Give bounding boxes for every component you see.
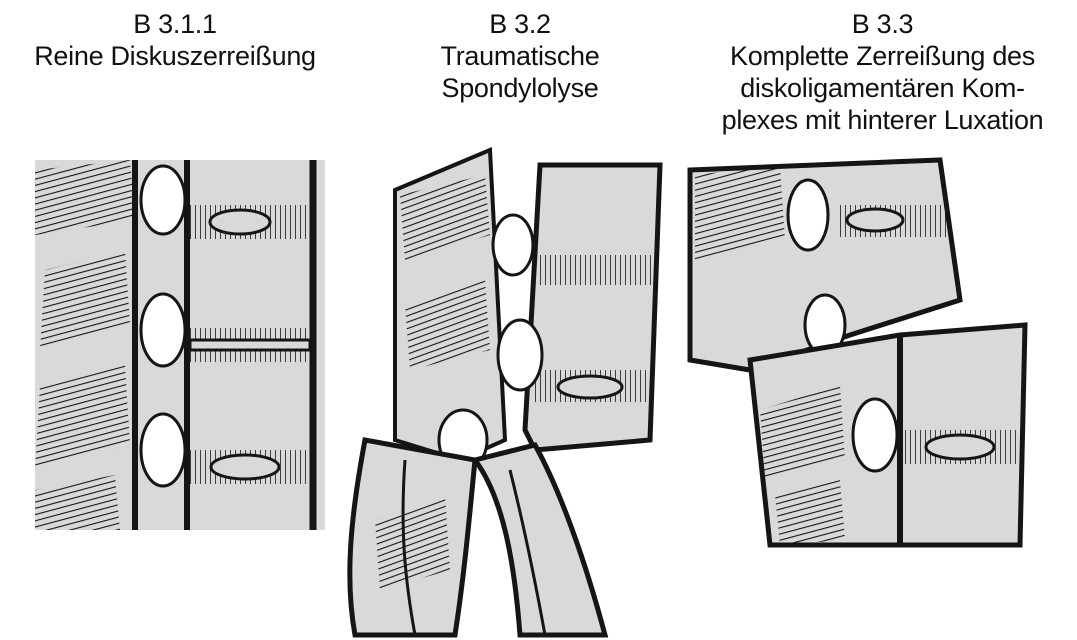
caption-b32: B 3.2 Traumatische Spondylolyse	[370, 8, 670, 104]
caption-line: Reine Diskuszerreißung	[0, 40, 350, 72]
caption-b311: B 3.1.1 Reine Diskuszerreißung	[0, 8, 350, 72]
foramina	[141, 166, 185, 486]
caption-code: B 3.2	[370, 8, 670, 40]
caption-line: Spondylolyse	[370, 72, 670, 104]
illustration-complete-rupture-luxation	[690, 160, 1040, 545]
caption-line: plexes mit hinterer Luxation	[690, 104, 1075, 136]
caption-b33: B 3.3 Komplette Zerreißung des diskoliga…	[690, 8, 1075, 136]
illustration-pure-disc-rupture	[35, 160, 325, 530]
illustration-traumatic-spondylolysis	[345, 140, 665, 635]
caption-line: Komplette Zerreißung des	[690, 40, 1075, 72]
caption-line: Traumatische	[370, 40, 670, 72]
vertebral-bodies	[190, 160, 313, 530]
caption-code: B 3.3	[690, 8, 1075, 40]
caption-line: diskoligamentären Kom-	[690, 72, 1075, 104]
caption-code: B 3.1.1	[0, 8, 350, 40]
